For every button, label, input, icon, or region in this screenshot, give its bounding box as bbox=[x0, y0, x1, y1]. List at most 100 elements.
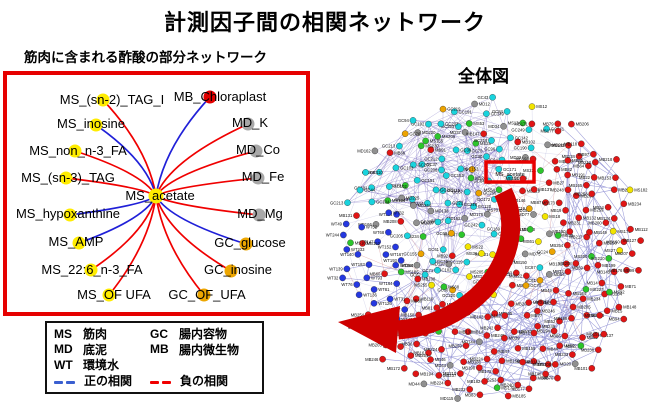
overview-node bbox=[382, 251, 390, 258]
subnetwork-node bbox=[224, 264, 238, 278]
overview-node-label: MD44 bbox=[435, 363, 447, 368]
overview-node bbox=[370, 300, 378, 307]
subnetwork-node-label: MS_AMP bbox=[48, 234, 104, 249]
overview-node-label: MS185 bbox=[405, 270, 419, 275]
overview-node-label: MD244 bbox=[418, 203, 432, 208]
overview-node bbox=[544, 141, 551, 149]
overview-node-label: MS230 bbox=[425, 143, 439, 148]
overview-node-label: MB49 bbox=[541, 288, 553, 293]
overview-node bbox=[628, 250, 636, 257]
overview-node-label: MB99 bbox=[623, 268, 635, 273]
overview-node-label: GC213 bbox=[330, 200, 344, 205]
overview-node-label: MB185 bbox=[512, 394, 526, 399]
overview-node bbox=[403, 297, 411, 305]
subnetwork-node-label: MS_inosine bbox=[57, 116, 125, 131]
overview-node-label: MB52 bbox=[544, 319, 556, 324]
overview-node bbox=[427, 207, 435, 215]
overview-node bbox=[438, 346, 445, 353]
overview-node-label: GC244 bbox=[410, 201, 424, 206]
overview-node bbox=[550, 327, 558, 335]
overview-node-label: MB82 bbox=[561, 167, 573, 172]
subnetwork-node bbox=[197, 288, 211, 302]
overview-node bbox=[562, 207, 569, 214]
overview-node bbox=[347, 239, 354, 247]
overview-node-label: MB70 bbox=[542, 376, 554, 381]
overview-node-label: GC203 bbox=[418, 162, 432, 167]
overview-node-label: MB205 bbox=[577, 305, 591, 310]
overview-node bbox=[530, 211, 537, 218]
overview-node-label: WT93 bbox=[371, 275, 383, 280]
overview-node-label: MB87 bbox=[530, 200, 542, 205]
overview-node-label: MB258 bbox=[574, 191, 588, 196]
overview-node-label: MB60 bbox=[369, 271, 381, 276]
overview-node bbox=[409, 196, 416, 203]
overview-node bbox=[455, 123, 462, 130]
overview-node-label: GC119 bbox=[450, 260, 464, 265]
overview-node bbox=[564, 268, 572, 275]
overview-node-label: MB254 bbox=[550, 243, 564, 248]
overview-node bbox=[530, 186, 538, 193]
overview-node bbox=[483, 153, 490, 160]
overview-node-label: MB177 bbox=[512, 386, 526, 391]
overview-node bbox=[362, 169, 369, 176]
overview-node-label: MB153 bbox=[506, 358, 520, 363]
overview-node bbox=[410, 161, 417, 169]
overview-node-label: MB151 bbox=[586, 332, 600, 337]
highlight-rectangle bbox=[484, 160, 536, 184]
subnetwork-node bbox=[249, 144, 263, 158]
overview-node-label: MS27 bbox=[605, 248, 617, 253]
overview-node bbox=[542, 199, 549, 206]
overview-node bbox=[463, 258, 471, 266]
overview-node bbox=[554, 127, 562, 135]
overview-node bbox=[434, 266, 441, 274]
overview-node bbox=[464, 147, 471, 154]
overview-node bbox=[466, 386, 473, 393]
overview-node-label: MB143 bbox=[527, 360, 541, 365]
overview-node-label: GC171 bbox=[503, 167, 517, 172]
overview-node bbox=[620, 238, 628, 246]
overview-node-label: GC69 bbox=[436, 231, 448, 236]
overview-node-label: GC43 bbox=[477, 95, 489, 100]
subnetwork-node-label: MS_(sn-3)_TAG bbox=[21, 170, 115, 185]
overview-node-label: MD75 bbox=[529, 252, 541, 257]
overview-node-label: MB233 bbox=[555, 352, 569, 357]
overview-node bbox=[412, 370, 420, 378]
overview-node-label: MS68 bbox=[448, 284, 460, 289]
overview-node-label: WT183 bbox=[351, 262, 365, 267]
overview-node-label: GC256 bbox=[483, 191, 497, 196]
overview-node bbox=[444, 379, 452, 387]
overview-node bbox=[490, 348, 498, 355]
positive-line-icon bbox=[54, 381, 63, 385]
overview-node bbox=[571, 360, 579, 368]
overview-node bbox=[603, 307, 611, 315]
subnetwork-node-label: MD_Mg bbox=[237, 206, 283, 221]
overview-node-label: MD12 bbox=[479, 102, 491, 107]
overview-node-label: WT126 bbox=[378, 301, 392, 306]
overview-node-label: MD176 bbox=[470, 212, 484, 217]
overview-node-label: MB246 bbox=[618, 187, 632, 192]
overview-node-label: MB83 bbox=[587, 335, 599, 340]
overview-node-label: GC76 bbox=[437, 259, 449, 264]
overview-node-label: MD138 bbox=[435, 209, 449, 214]
overview-node bbox=[456, 200, 463, 208]
overview-node bbox=[537, 167, 544, 174]
overview-node-label: WT76 bbox=[341, 282, 353, 287]
overview-node-label: MB199 bbox=[602, 263, 616, 268]
overview-node bbox=[585, 162, 592, 170]
overview-node-label: GC249 bbox=[464, 202, 478, 207]
overview-node bbox=[496, 145, 503, 153]
overview-node bbox=[401, 306, 408, 313]
overview-node-label: GC134 bbox=[376, 200, 390, 205]
overview-node-label: MB242 bbox=[480, 325, 494, 330]
overview-node-label: MB32 bbox=[553, 269, 565, 274]
overview-node-label: WT49 bbox=[331, 222, 343, 227]
overview-node-label: MB80 bbox=[411, 299, 423, 304]
overview-node bbox=[595, 346, 602, 354]
overview-node bbox=[424, 199, 431, 207]
overview-node-label: MB203 bbox=[369, 343, 383, 348]
overview-node bbox=[457, 165, 465, 173]
overview-node-label: MB254 bbox=[351, 312, 365, 317]
overview-node-label: MD54 bbox=[554, 272, 566, 277]
overview-node bbox=[564, 241, 571, 249]
overview-node-label: MB190 bbox=[552, 229, 566, 234]
